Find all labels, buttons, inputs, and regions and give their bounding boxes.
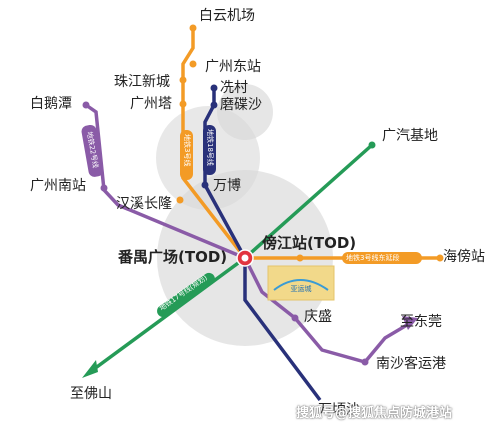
station-label-guangqi: 广汽基地: [382, 128, 438, 144]
station-label-gz-south: 广州南站: [30, 178, 86, 194]
station-dot-haibang: [436, 254, 444, 262]
station-dots: [82, 24, 444, 366]
station-label-zhujiang: 珠江新城: [114, 74, 170, 90]
station-label-gz-east: 广州东站: [205, 59, 261, 75]
station-dot-wanbo: [201, 181, 209, 189]
station-dot-qingsheng: [291, 314, 299, 322]
nansha-branch-route: [243, 257, 413, 364]
station-label-hanxi: 汉溪长隆: [116, 196, 172, 212]
to-foshan-arrow-icon: [82, 360, 98, 378]
station-label-wanbo: 万博: [213, 178, 241, 194]
station-dot-guangqi: [368, 141, 376, 149]
watermark: 搜狐号@搜狐焦点防城港站: [296, 406, 453, 421]
station-label-panyu-square: 番禺广场(TOD): [118, 248, 228, 266]
interchange-hub-icon: [236, 249, 254, 267]
station-dot-canton-tower: [179, 100, 187, 108]
station-dot-zhujiang: [179, 76, 187, 84]
station-dot-pangjiang: [296, 254, 304, 262]
line-3-route: [181, 28, 440, 260]
station-label-baiyun: 白云机场: [199, 8, 255, 24]
station-label-modiesha: 磨碟沙: [220, 97, 262, 113]
station-dot-gz-south: [100, 184, 108, 192]
station-label-qingsheng: 庆盛: [304, 309, 332, 325]
station-label-to-foshan: 至佛山: [70, 386, 112, 402]
station-dot-nansha: [361, 358, 369, 366]
line-3-tag-pill: [180, 130, 193, 180]
project-logo-box: [267, 265, 335, 301]
station-label-baietan: 白鹅潭: [30, 96, 72, 112]
station-dot-xiancun: [210, 84, 218, 92]
to-dongguan-arrow-icon: [402, 316, 418, 330]
project-logo-arc: [273, 279, 329, 291]
line-22-tag-pill: [81, 124, 104, 177]
station-label-xiancun: 冼村: [220, 80, 248, 96]
station-label-haibang: 海傍站: [443, 249, 485, 265]
station-dot-baietan: [82, 101, 90, 109]
station-dot-baiyun: [189, 24, 197, 32]
station-dot-hanxi: [176, 196, 184, 204]
line-3-ext-tag-pill: [342, 252, 422, 264]
station-label-pangjiang: 傍江站(TOD): [262, 234, 357, 252]
station-label-nansha: 南沙客运港: [376, 356, 446, 372]
line-18-tag: 地铁18号线: [206, 129, 214, 166]
line-3-ext-tag: 地铁3号线东延段: [346, 254, 400, 262]
station-dot-modiesha: [210, 101, 218, 109]
station-dot-gz-east: [189, 60, 197, 68]
station-label-canton-tower: 广州塔: [130, 96, 172, 112]
cbd-area-halo: [217, 84, 273, 140]
line-3-tag: 地铁3号线: [183, 134, 191, 167]
line-17-tag-pill: [157, 272, 215, 318]
project-logo-text: 亚运城: [291, 285, 312, 293]
station-label-wanqingsha: 万顷沙: [318, 402, 360, 418]
line-18-tag-pill: [203, 125, 216, 175]
station-label-to-dongguan: 至东莞: [400, 314, 442, 330]
